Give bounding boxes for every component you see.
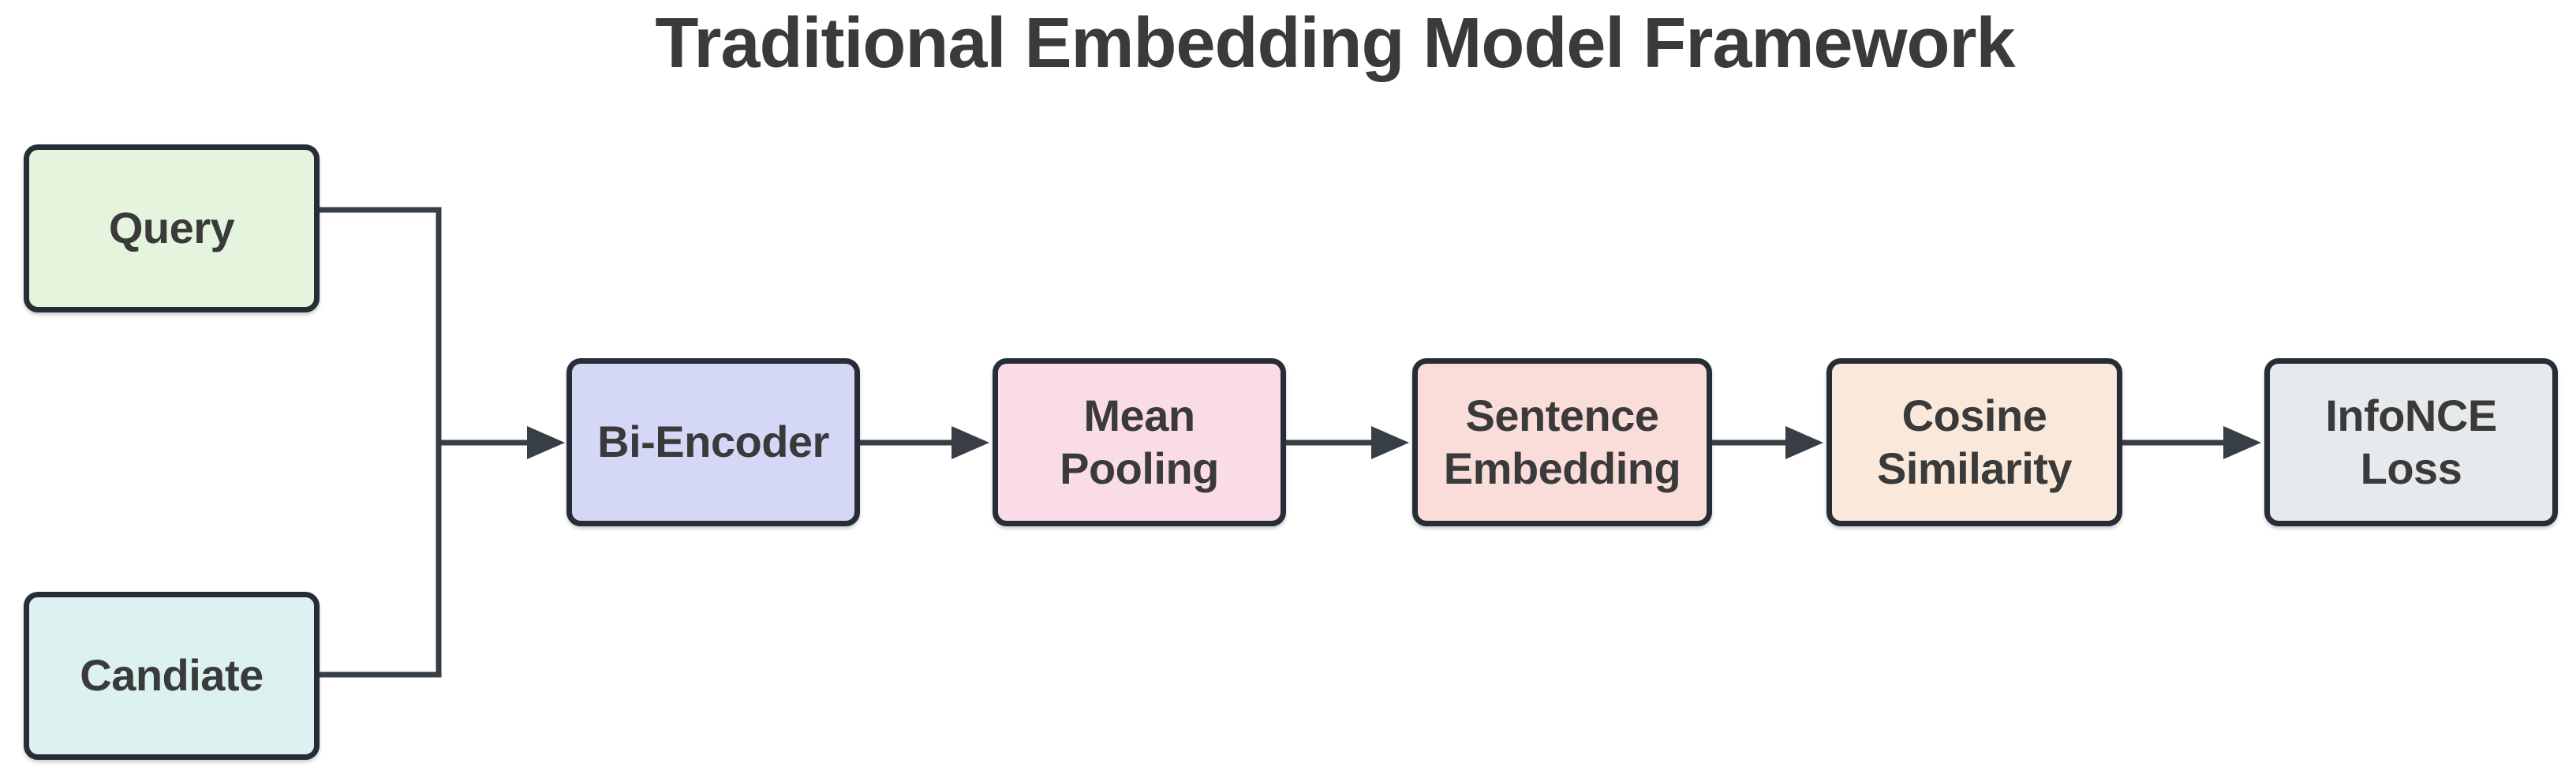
node-cosine-similarity: Cosine Similarity bbox=[1826, 358, 2122, 526]
node-bi-encoder: Bi-Encoder bbox=[566, 358, 860, 526]
node-bi-encoder-label: Bi-Encoder bbox=[597, 417, 829, 467]
node-query: Query bbox=[24, 144, 320, 312]
node-query-label: Query bbox=[108, 203, 235, 253]
edge-query-candiate-merge bbox=[320, 207, 442, 678]
node-candiate-label: Candiate bbox=[80, 650, 264, 701]
node-candiate: Candiate bbox=[24, 592, 320, 760]
node-infonce-loss-label: InfoNCE Loss bbox=[2325, 391, 2497, 493]
node-mean-pooling: Mean Pooling bbox=[993, 358, 1286, 526]
node-mean-pooling-label: Mean Pooling bbox=[1060, 391, 1219, 493]
node-sentence-embedding: Sentence Embedding bbox=[1412, 358, 1712, 526]
node-infonce-loss: InfoNCE Loss bbox=[2264, 358, 2558, 526]
diagram-title: Traditional Embedding Model Framework bbox=[655, 4, 2015, 83]
node-sentence-embedding-label: Sentence Embedding bbox=[1443, 391, 1681, 493]
node-cosine-similarity-label: Cosine Similarity bbox=[1876, 391, 2073, 493]
